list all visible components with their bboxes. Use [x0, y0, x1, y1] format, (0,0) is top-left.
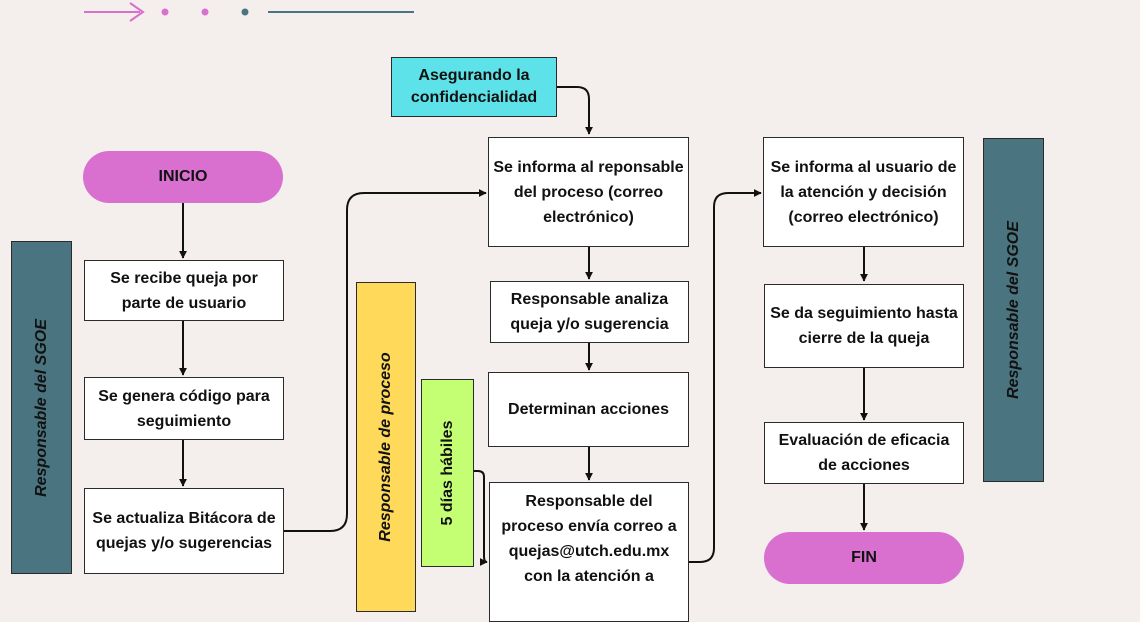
receive-complaint-label: Se recibe queja por parte de usuario	[110, 269, 258, 312]
lane-sgoe-left-label: Responsable del SGOE	[32, 318, 50, 497]
evaluate-actions-step: Evaluación de eficacia de acciones	[764, 422, 964, 484]
inform-owner-step: Se informa al reponsable del proceso (co…	[488, 137, 689, 247]
lane-sgoe-right: Responsable del SGOE	[983, 138, 1044, 482]
confidentiality-label: Asegurando la confidencialidad	[410, 67, 538, 106]
determine-actions-step: Determinan acciones	[488, 372, 689, 447]
arrow-email-to-inform-user	[689, 189, 762, 563]
update-log-step: Se actualiza Bitácora de quejas y/o suge…	[84, 488, 284, 574]
lane-sgoe-right-label: Responsable del SGOE	[1004, 221, 1022, 399]
lane-process-owner: Responsable de proceso	[356, 282, 416, 612]
inform-user-label: Se informa al usuario de la atención y d…	[770, 158, 957, 226]
determine-actions-label: Determinan acciones	[508, 401, 669, 418]
start-terminator: INICIO	[83, 151, 283, 203]
generate-code-step: Se genera código para seguimiento	[84, 377, 284, 440]
evaluate-actions-label: Evaluación de eficacia de acciones	[778, 432, 950, 474]
follow-up-label: Se da seguimiento hasta cierre de la que…	[770, 305, 958, 347]
end-terminator: FIN	[764, 532, 964, 584]
arrow-confidentiality-to-owner	[557, 86, 593, 135]
owner-analyzes-step: Responsable analiza queja y/o sugerencia	[490, 281, 689, 343]
lane-five-days-label: 5 días hábiles	[438, 420, 456, 526]
flow-connectors	[84, 2, 868, 566]
owner-analyzes-label: Responsable analiza queja y/o sugerencia	[510, 291, 669, 333]
update-log-label: Se actualiza Bitácora de quejas y/o suge…	[92, 510, 276, 552]
confidentiality-note: Asegurando la confidencialidad	[391, 57, 557, 117]
owner-sends-email-step: Responsable del proceso envía correo a q…	[489, 482, 689, 622]
lane-five-days: 5 días hábiles	[421, 379, 474, 567]
arrow-five-days-to-email	[474, 470, 488, 566]
start-label: INICIO	[158, 168, 208, 185]
lane-process-owner-label: Responsable de proceso	[377, 352, 394, 542]
owner-sends-email-label: Responsable del proceso envía correo a q…	[501, 493, 677, 585]
end-label: FIN	[851, 549, 877, 566]
receive-complaint-step: Se recibe queja por parte de usuario	[84, 260, 284, 321]
arrow-log-to-inform-owner	[284, 189, 487, 532]
header-decoration	[84, 2, 414, 22]
inform-owner-label: Se informa al reponsable del proceso (co…	[493, 158, 684, 226]
lane-sgoe-left: Responsable del SGOE	[11, 241, 72, 574]
follow-up-step: Se da seguimiento hasta cierre de la que…	[764, 284, 964, 368]
inform-user-step: Se informa al usuario de la atención y d…	[763, 137, 964, 247]
generate-code-label: Se genera código para seguimiento	[98, 387, 270, 430]
